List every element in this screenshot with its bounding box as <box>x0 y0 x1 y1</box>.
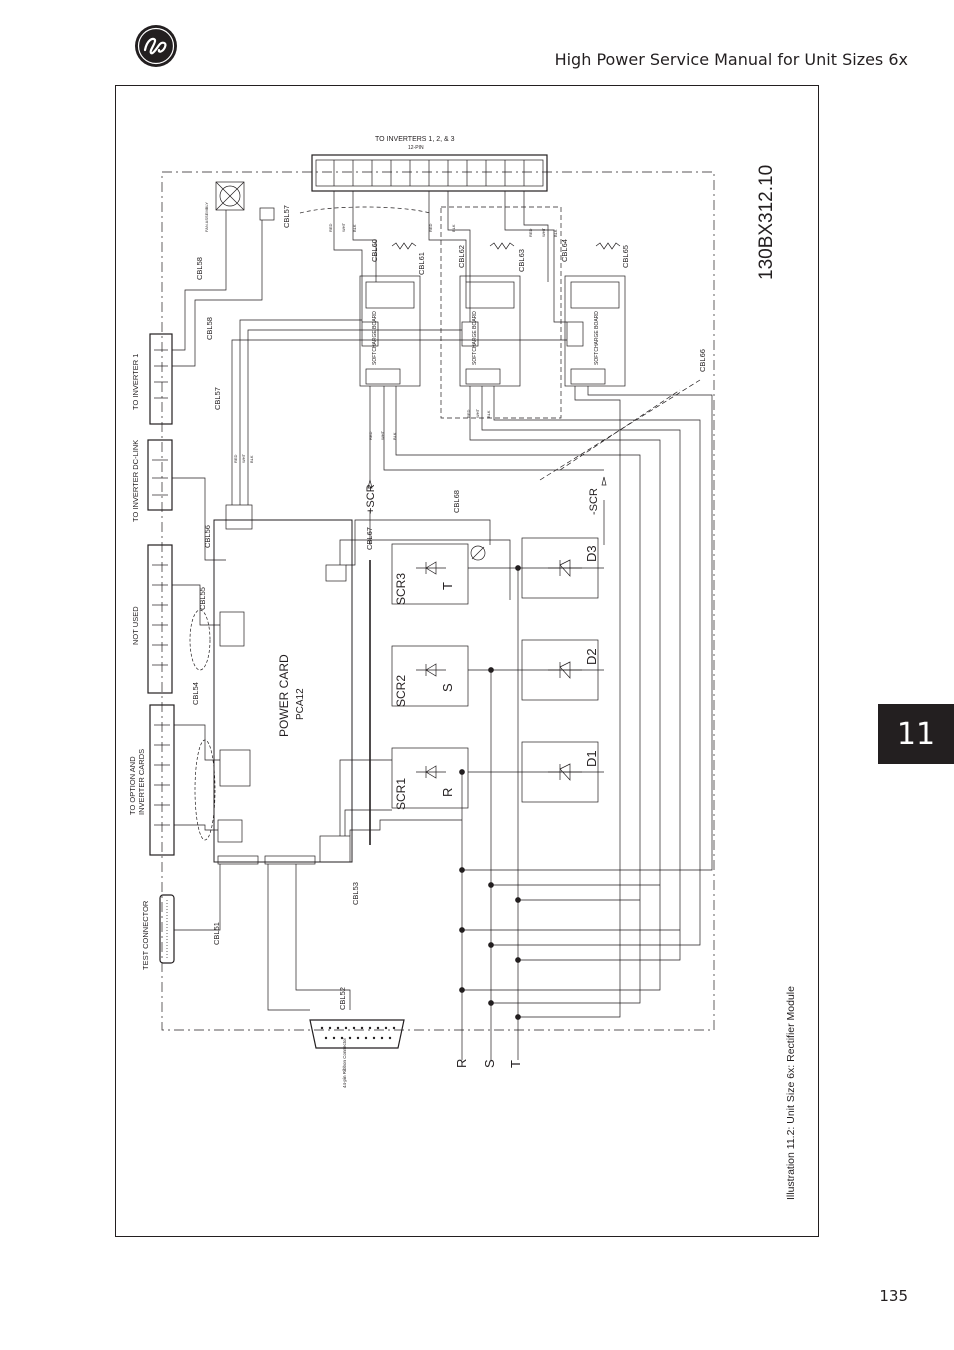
label-pca12: PCA12 <box>295 688 306 720</box>
label-phase-r-scr: R <box>440 788 455 797</box>
softcharge-board-3 <box>564 275 626 387</box>
cable-label: CBL66 <box>698 349 707 372</box>
connector-12pin <box>311 154 548 192</box>
label-d2: D2 <box>584 648 599 665</box>
cable-label: CBL64 <box>560 239 569 262</box>
label-to-inverters: TO INVERTERS 1, 2, & 3 <box>375 136 455 143</box>
label-input-t: T <box>508 1060 523 1068</box>
figure-frame <box>115 85 819 1237</box>
label-input-r: R <box>454 1059 469 1068</box>
cable-label: CBL53 <box>351 882 360 905</box>
wire-label: RED <box>428 223 433 232</box>
cable-label: CBL58 <box>205 317 214 340</box>
page-number: 135 <box>879 1287 908 1305</box>
label-plus-scr: +SCR <box>365 484 377 514</box>
power-card-outline <box>213 519 353 863</box>
label-phase-t-scr: T <box>440 582 455 590</box>
cable-label: CBL57 <box>213 387 222 410</box>
wire-label: WHT <box>241 453 246 463</box>
enclosure-outline <box>161 171 715 1031</box>
label-input-s: S <box>482 1059 497 1068</box>
wire-label: RED <box>466 409 471 418</box>
connector-not-used <box>147 544 173 694</box>
scr2-module <box>391 645 469 707</box>
label-12pin: 12-PIN <box>408 145 424 151</box>
label-softcharge-3: SOFTCHARGE BOARD <box>594 311 600 365</box>
label-power-card: POWER CARD <box>277 654 291 737</box>
cable-label: CBL54 <box>191 682 200 705</box>
label-d3: D3 <box>584 545 599 562</box>
drawing-number: 130BX312.10 <box>756 165 777 280</box>
wire-label: RED <box>328 223 333 232</box>
test-connector <box>159 894 175 964</box>
cable-label: CBL67 <box>365 527 374 550</box>
label-to-option: TO OPTION AND <box>128 756 137 815</box>
wire-label: RED <box>528 228 533 237</box>
wire-label: WHT <box>380 430 385 440</box>
wire-label: BLK <box>553 229 558 237</box>
cable-label: CBL65 <box>621 245 630 268</box>
label-d1: D1 <box>584 750 599 767</box>
cable-label: CBL61 <box>417 252 426 275</box>
scr1-module <box>391 747 469 809</box>
cable-label: CBL68 <box>452 490 461 513</box>
wire-label: WHT <box>341 222 346 232</box>
cable-label: CBL57 <box>282 205 291 228</box>
softcharge-board-1 <box>359 275 421 387</box>
label-fan-assembly: FAN ASSEMBLY <box>204 202 209 232</box>
figure-caption: Illustration 11.2: Unit Size 6x: Rectifi… <box>785 986 797 1200</box>
chapter-tab: 11 <box>878 704 954 764</box>
wire-label: WHT <box>541 227 546 237</box>
label-scr2: SCR2 <box>394 675 408 707</box>
cable-label: CBL56 <box>203 525 212 548</box>
ge-logo <box>135 25 177 67</box>
label-to-inverter-dclink: TO INVERTER DC-LINK <box>131 440 140 522</box>
label-not-used: NOT USED <box>131 606 140 645</box>
label-ribbon-connector: 44-pin Ribbon Connector <box>342 1037 347 1088</box>
cable-label: CBL51 <box>212 922 221 945</box>
label-phase-s-scr: S <box>440 683 455 692</box>
ribbon-connector-44pin <box>309 1019 405 1049</box>
label-scr3: SCR3 <box>394 573 408 605</box>
cable-label: CBL55 <box>198 587 207 610</box>
cable-label: CBL62 <box>457 245 466 268</box>
wire-label: BLK <box>249 455 254 463</box>
label-minus-scr: -SCR <box>588 488 600 515</box>
cable-label: CBL60 <box>370 239 379 262</box>
power-card-wiring <box>172 210 567 1011</box>
capacitor-c1 <box>259 207 275 221</box>
connector-dclink <box>147 439 173 511</box>
schematic-labels: TO INVERTERS 1, 2, & 3 12-PIN TO INVERTE… <box>128 136 797 1200</box>
header-title: High Power Service Manual for Unit Sizes… <box>554 50 908 69</box>
label-test-connector: TEST CONNECTOR <box>141 900 150 970</box>
scr3-module <box>391 543 469 605</box>
label-softcharge-1: SOFTCHARGE BOARD <box>372 311 378 365</box>
wire-label: BLK <box>451 224 456 232</box>
cable-label: CBL52 <box>338 987 347 1010</box>
label-to-inverter1: TO INVERTER 1 <box>131 354 140 410</box>
wire-label: BLK <box>486 410 491 418</box>
connector-12pin-pins <box>333 160 525 186</box>
softcharge-wiring <box>369 386 713 1018</box>
connector-option <box>149 704 175 856</box>
label-scr1: SCR1 <box>394 778 408 810</box>
cable-label: CBL58 <box>195 257 204 280</box>
connector-inverter1 <box>149 333 173 425</box>
fan-assembly <box>215 181 245 211</box>
wire-label: RED <box>233 454 238 463</box>
wire-label: RED <box>368 431 373 440</box>
label-inverter-cards: INVERTER CARDS <box>137 749 146 815</box>
wire-label: BLK <box>352 224 357 232</box>
softcharge-board-2 <box>459 275 521 387</box>
inverter-group-outline <box>440 206 562 419</box>
wire-label: BLK <box>392 432 397 440</box>
wire-label: WHT <box>475 408 480 418</box>
inverter-wiring <box>333 191 567 323</box>
cable-label: CBL63 <box>517 249 526 272</box>
label-softcharge-2: SOFTCHARGE BOARD <box>472 311 478 365</box>
